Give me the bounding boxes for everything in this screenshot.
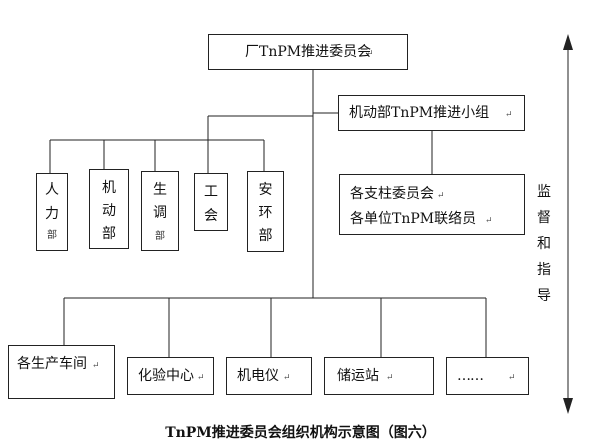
- top-committee-label: 厂TnPM推进委员会: [245, 44, 372, 60]
- paragraph-mark: ↵: [386, 373, 394, 383]
- unit-electrical-label: 机电仪: [237, 368, 279, 384]
- dept-safety-char3: 部: [258, 228, 273, 244]
- unit-box-storage: 储运站 ↵: [324, 357, 434, 395]
- paragraph-mark: ↵: [437, 191, 445, 201]
- unit-storage-label: 储运站: [337, 368, 379, 384]
- unit-workshops-label: 各生产车间: [17, 356, 87, 372]
- unit-box-more: …… ↵: [446, 357, 529, 395]
- dept-union-char2: 会: [204, 208, 218, 224]
- paragraph-mark: ↵: [197, 373, 205, 383]
- paragraph-mark: ↵: [366, 49, 374, 59]
- unit-box-electrical: 机电仪 ↵: [226, 357, 312, 395]
- side-char-2: 督: [537, 210, 551, 226]
- arrow-up-head: [563, 34, 573, 50]
- side-char-4: 指: [537, 262, 551, 278]
- dept-mech-char3: 部: [102, 226, 116, 242]
- top-committee-box: 厂TnPM推进委员会 ↵: [208, 34, 408, 70]
- unit-box-workshops: 各生产车间 ↵: [8, 345, 115, 399]
- dept-union-char1: 工: [204, 184, 218, 200]
- paragraph-mark: ↵: [505, 110, 513, 120]
- paragraph-mark: ↵: [92, 361, 100, 371]
- tnpm-group-label: 机动部TnPM推进小组: [349, 105, 490, 121]
- unit-more-label: ……: [457, 368, 484, 384]
- dept-box-safety: 安 环 部: [247, 171, 284, 252]
- arrow-down-head: [563, 398, 573, 414]
- figure-caption: TnPM推进委员会组织机构示意图（图六）: [165, 425, 436, 441]
- side-char-3: 和: [537, 236, 551, 252]
- dept-hr-char2: 力: [45, 206, 59, 222]
- unit-box-lab: 化验中心 ↵: [127, 357, 214, 395]
- dept-hr-char3: 部: [47, 230, 57, 241]
- side-char-5: 导: [537, 288, 551, 304]
- tnpm-group-box: 机动部TnPM推进小组 ↵: [338, 95, 525, 131]
- dept-safety-char2: 环: [258, 205, 273, 221]
- paragraph-mark: ↵: [508, 373, 516, 383]
- dept-box-prod: 生 调 部: [141, 171, 179, 251]
- committee-line2: 各单位TnPM联络员: [350, 211, 477, 227]
- dept-box-hr: 人 力 部: [36, 173, 68, 251]
- dept-prod-char1: 生: [153, 182, 167, 198]
- dept-safety-char1: 安: [258, 182, 273, 198]
- dept-prod-char3: 部: [155, 231, 165, 242]
- paragraph-mark: ↵: [283, 373, 291, 383]
- unit-lab-label: 化验中心: [138, 368, 194, 384]
- dept-hr-char1: 人: [45, 182, 59, 198]
- dept-box-mech: 机 动 部: [89, 169, 129, 249]
- dept-mech-char2: 动: [102, 203, 116, 219]
- dept-prod-char2: 调: [153, 205, 167, 221]
- dept-mech-char1: 机: [102, 180, 116, 196]
- dept-box-union: 工 会: [194, 173, 228, 231]
- paragraph-mark: ↵: [485, 216, 493, 226]
- supervision-text: 监 督 和 指 导: [534, 184, 554, 314]
- committee-line1: 各支柱委员会: [350, 186, 434, 202]
- side-char-1: 监: [537, 184, 551, 200]
- committee-box: 各支柱委员会 ↵ 各单位TnPM联络员 ↵: [339, 174, 525, 235]
